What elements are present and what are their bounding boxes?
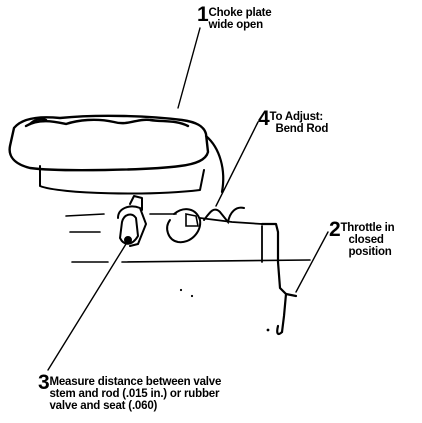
callout-label-line: valve and seat (.060) bbox=[49, 400, 158, 413]
callout-label-line: Throttle in bbox=[340, 222, 395, 234]
callout-label-line: Choke plate bbox=[208, 7, 272, 19]
callout-number: 2 bbox=[329, 218, 341, 241]
air-horn bbox=[8, 114, 225, 195]
callout-number: 3 bbox=[38, 371, 50, 394]
callout-label-line: Bend Rod bbox=[275, 123, 329, 136]
callout-label-line: Measure distance between valve bbox=[49, 376, 222, 388]
callout-label-line: closed bbox=[348, 234, 384, 247]
choke-plate bbox=[24, 118, 190, 128]
leader-line-4 bbox=[215, 121, 259, 207]
callout-label-line: stem and rod (.015 in.) or rubber bbox=[49, 388, 220, 401]
callout-label: To Adjust:Bend Rod bbox=[269, 108, 328, 135]
callout-label-line: wide open bbox=[208, 19, 263, 32]
callout-label-line: To Adjust: bbox=[269, 111, 324, 123]
vacuum-break-assembly bbox=[119, 195, 143, 245]
leader-line-2 bbox=[295, 231, 329, 293]
callout-adjust-rod: 4To Adjust:Bend Rod bbox=[258, 108, 328, 135]
leader-line-1 bbox=[177, 27, 201, 109]
carburetor-body bbox=[65, 205, 311, 263]
callout-label-line: position bbox=[348, 246, 392, 259]
linkage-rod bbox=[203, 206, 245, 225]
leader-lines bbox=[47, 27, 329, 371]
callout-number: 4 bbox=[258, 107, 270, 130]
throttle-lever bbox=[260, 222, 298, 336]
detail-dots bbox=[179, 288, 270, 332]
callout-number: 1 bbox=[197, 3, 209, 26]
leader-line-3 bbox=[47, 243, 127, 371]
